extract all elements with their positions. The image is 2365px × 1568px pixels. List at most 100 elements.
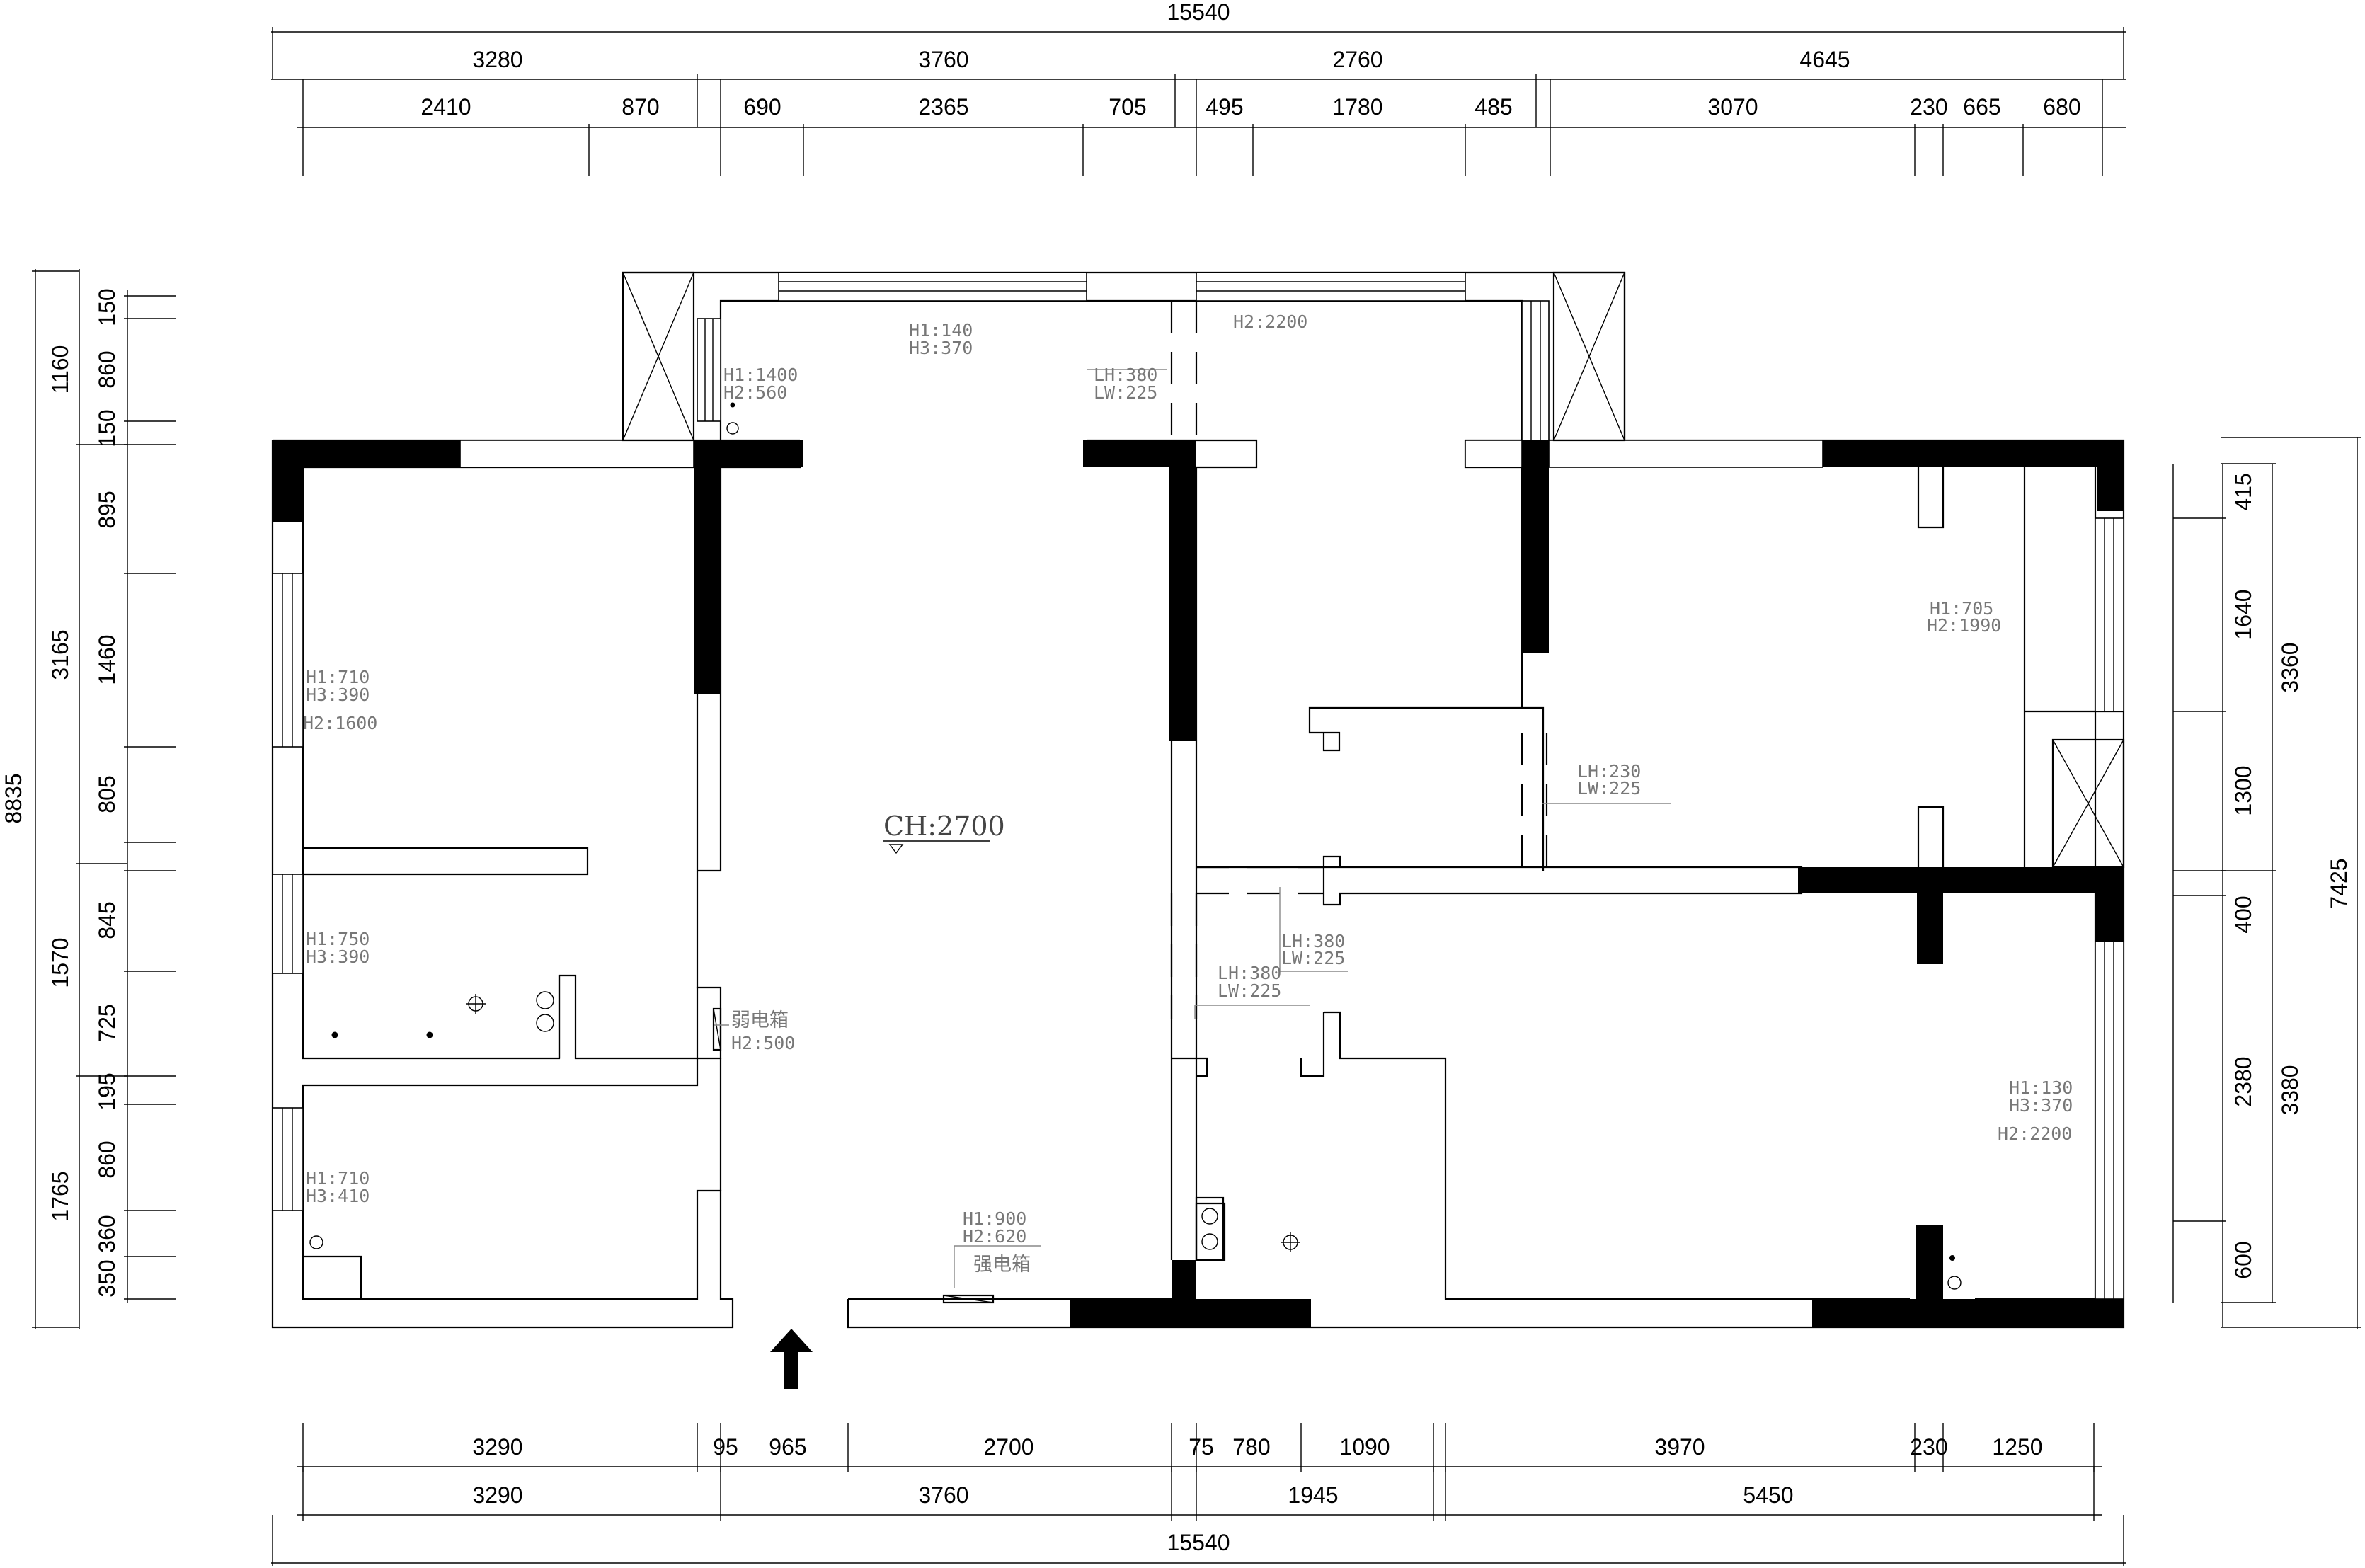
bedroom-right-top-note: H2:1990	[1927, 615, 2001, 636]
window	[2095, 517, 2124, 712]
dim-right-r2: 2380	[2231, 1056, 2256, 1106]
bedroom-left-mid-note: H3:390	[306, 946, 370, 967]
dot-icon	[426, 1031, 433, 1038]
dim-left-r2: 860	[94, 350, 120, 388]
beam-low-note: LW:225	[1218, 980, 1281, 1001]
dim-bottom-r1: 2700	[983, 1434, 1033, 1460]
dim-right-r2: 415	[2231, 473, 2256, 510]
dim-bottom-r1: 230	[1910, 1434, 1947, 1460]
dim-top-r2: 690	[743, 94, 781, 120]
beam-top-note: LH:380	[1094, 365, 1157, 385]
window	[272, 573, 304, 748]
structural-walls	[273, 440, 2124, 1327]
dim-top-r1: 2760	[1332, 47, 1382, 72]
dim-top-r2: 665	[1963, 94, 2000, 120]
dim-top-r1: 4645	[1799, 47, 1850, 72]
weak-box-label: 弱电箱	[731, 1009, 789, 1031]
dim-bottom-r1: 780	[1232, 1434, 1270, 1460]
balcony-window-right-note: H2:2200	[1233, 311, 1307, 332]
wall-solid	[1070, 1299, 1311, 1327]
dim-top-r2: 1780	[1332, 94, 1382, 120]
window	[2095, 941, 2124, 1300]
dim-bottom-r1: 75	[1189, 1434, 1214, 1460]
dim-top-total: 15540	[1167, 0, 1230, 25]
floor-drain-icon	[536, 1014, 554, 1032]
wall-solid	[1522, 440, 1549, 653]
window	[459, 440, 694, 468]
dim-bottom-r1: 95	[713, 1434, 738, 1460]
dim-left-r2: 1460	[94, 634, 120, 685]
balcony-window-note: H3:370	[909, 338, 973, 358]
shafts	[622, 271, 2125, 869]
leader-lines	[714, 369, 1671, 1288]
window	[1196, 272, 1466, 302]
shaft	[2051, 738, 2125, 869]
dim-bottom-r2: 5450	[1743, 1482, 1793, 1508]
wall-solid	[1798, 867, 2124, 893]
crosshair-circle-icon	[466, 994, 486, 1014]
wall-solid	[1812, 1299, 2124, 1327]
strong-box-note: H2:620	[963, 1226, 1026, 1247]
dimension-lines	[32, 27, 2361, 1566]
dim-bottom-r1: 1090	[1339, 1434, 1390, 1460]
ceiling-height-label: CH:2700	[883, 811, 1005, 842]
dim-top-r2: 230	[1910, 94, 1947, 120]
floor-drain-icon	[536, 991, 554, 1009]
window	[1548, 440, 1823, 468]
dim-left-r1: 3165	[47, 629, 73, 680]
window	[272, 874, 304, 974]
bedroom-right-top-note: H1:705	[1930, 598, 1993, 619]
dot-icon	[1949, 1255, 1955, 1261]
dim-right-r1: 3380	[2277, 1065, 2303, 1115]
fixtures	[309, 402, 1962, 1304]
wall-solid	[2095, 867, 2124, 942]
dim-right-r1: 3360	[2277, 642, 2303, 692]
dim-top-r2: 870	[622, 94, 659, 120]
wall-solid	[1823, 440, 2124, 467]
dot-icon	[730, 402, 735, 408]
walls	[271, 271, 2125, 1329]
window	[1465, 440, 1523, 468]
beam-right-note: LH:230	[1577, 761, 1641, 782]
window	[1521, 300, 1550, 441]
bedroom-left-bottom-note: H3:410	[306, 1186, 370, 1206]
beam-mid-note: LH:380	[1281, 931, 1345, 951]
wall-solid	[1917, 1225, 1943, 1299]
strong-box-marker	[942, 1294, 995, 1304]
beam-lines	[1170, 301, 1548, 1019]
strong-box-label: 强电箱	[973, 1254, 1031, 1276]
dim-left-r2: 195	[94, 1072, 120, 1110]
balcony-side-note: H1:1400	[723, 365, 798, 385]
dim-bottom-r1: 965	[769, 1434, 806, 1460]
bedroom-right-bottom-note: H2:2200	[1998, 1123, 2072, 1144]
crosshair-circle-icon	[1281, 1232, 1300, 1252]
dim-right-total: 7425	[2326, 858, 2352, 908]
dim-left-r1: 1160	[47, 345, 73, 394]
beam-mid-note: LW:225	[1281, 948, 1345, 968]
windows	[272, 272, 2124, 1300]
bedroom-right-bottom-note: H1:130	[2009, 1077, 2073, 1098]
window	[272, 1107, 304, 1211]
dim-right-r2: 400	[2231, 895, 2256, 933]
dim-left-r2: 360	[94, 1215, 120, 1252]
bedroom-right-bottom-note: H3:370	[2009, 1095, 2073, 1116]
bedroom-left-mid-note: H1:750	[306, 929, 370, 949]
dim-left-r1: 1765	[47, 1171, 73, 1221]
bedroom-left-top-note: H2:1600	[303, 713, 377, 733]
wall-solid	[694, 440, 721, 694]
beam-top-note: LW:225	[1094, 382, 1157, 403]
strong-box-note: H1:900	[963, 1208, 1026, 1229]
dim-top-r2: 2410	[420, 94, 471, 120]
dim-top-r2: 705	[1109, 94, 1146, 120]
dim-bottom-r2: 3760	[918, 1482, 968, 1508]
dim-top-r2: 3070	[1707, 94, 1758, 120]
floor-drain-icon	[1947, 1276, 1962, 1290]
dim-left-r2: 805	[94, 775, 120, 813]
annotations: CH:2700 H1:140 H3:370 H2:2200 H1:1400 H2…	[303, 311, 2073, 1276]
dot-icon	[331, 1031, 338, 1038]
dim-bottom-r1: 1250	[1992, 1434, 2042, 1460]
dim-right-r2: 1640	[2231, 589, 2256, 639]
floor-drain-icon	[726, 422, 739, 435]
